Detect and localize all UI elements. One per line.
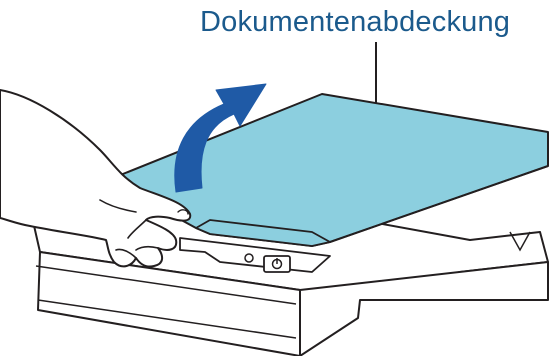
- scanner-edge-notch: [509, 231, 531, 252]
- callout-label-document-cover: Dokumentenabdeckung: [200, 6, 511, 38]
- scanner-front-face: [37, 251, 301, 356]
- hand-thumbnail: [177, 209, 189, 215]
- hand-finger-details: [99, 199, 159, 259]
- document-cover-edge: [329, 165, 549, 243]
- open-direction-arrow: [174, 83, 267, 193]
- scanner-side-face: [299, 261, 549, 356]
- scanner-front-detail: [35, 265, 297, 339]
- power-lamp-icon: [244, 253, 254, 263]
- power-button-icon[interactable]: [263, 255, 291, 273]
- scanner-control-panel: [179, 237, 331, 273]
